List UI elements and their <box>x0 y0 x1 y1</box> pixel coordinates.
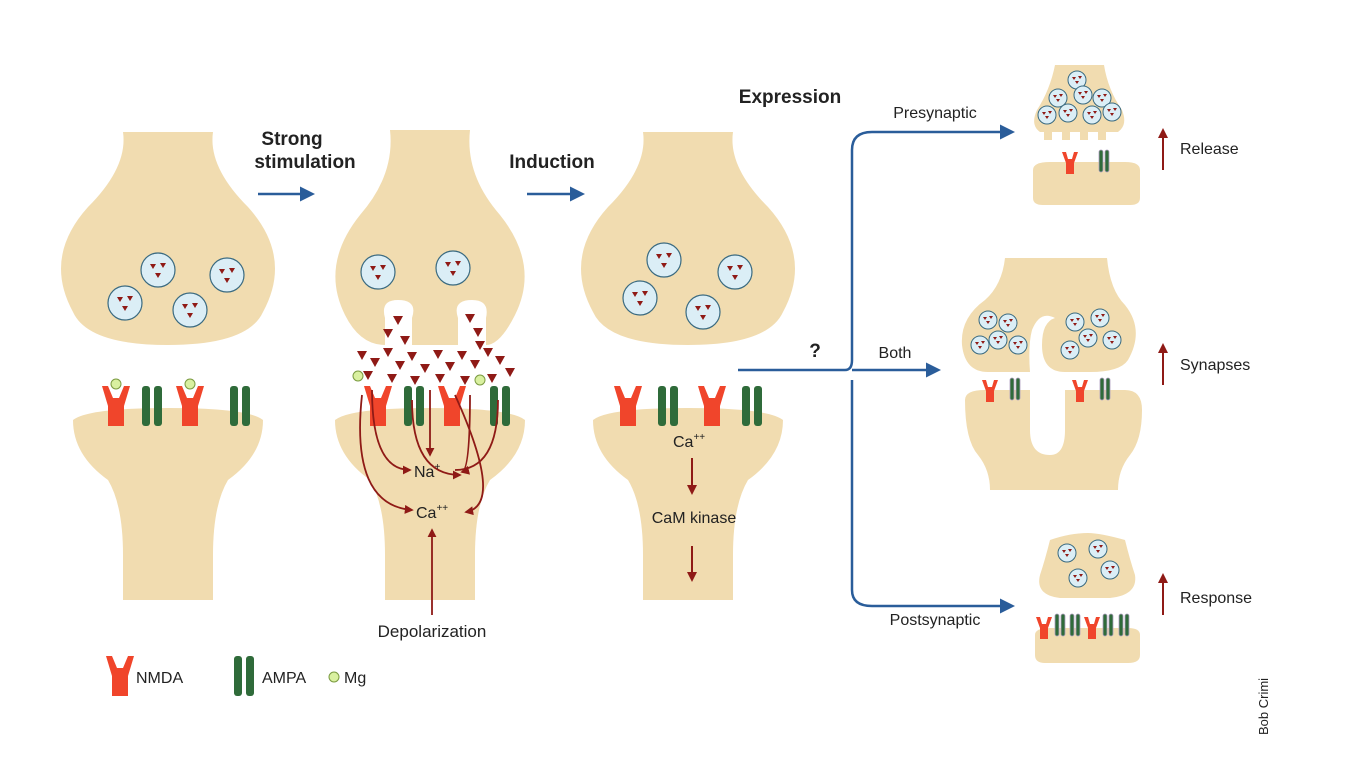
vesicle <box>717 254 753 290</box>
ion-flow-arrows <box>359 389 499 615</box>
artist-signature: Bob Crimi <box>1256 678 1271 735</box>
legend-nmda-label: NMDA <box>136 670 183 687</box>
vesicle <box>435 250 471 286</box>
mg-legend-icon <box>328 671 340 683</box>
outcome-presynaptic <box>1033 65 1140 205</box>
vesicle <box>646 242 682 278</box>
legend-mg-label: Mg <box>344 670 366 687</box>
mg-block-icon <box>110 378 122 390</box>
question-label: ? <box>809 341 821 362</box>
response-label: Response <box>1180 590 1252 607</box>
induction-label: Induction <box>509 152 594 173</box>
expression-label: Expression <box>739 87 841 108</box>
mg-block-icon <box>352 370 364 382</box>
vesicle <box>622 280 658 316</box>
cam-kinase-label: CaM kinase <box>652 510 737 527</box>
vesicle <box>140 252 176 288</box>
postsynaptic-label: Postsynaptic <box>890 612 981 629</box>
transmitter <box>393 316 403 325</box>
vesicle <box>360 254 396 290</box>
vesicle <box>172 292 208 328</box>
vesicle <box>107 285 143 321</box>
transmitter <box>465 314 475 323</box>
presynaptic-terminal <box>61 132 275 345</box>
ca-label-2: Ca++ <box>673 432 705 451</box>
ampa-legend-icon <box>234 656 254 696</box>
vesicle <box>685 294 721 330</box>
outcome-both <box>961 258 1142 490</box>
depolarization-label: Depolarization <box>378 622 487 641</box>
presynaptic-terminal <box>335 130 525 345</box>
synapses-label: Synapses <box>1180 357 1250 374</box>
mg-block-icon <box>184 378 196 390</box>
both-label: Both <box>879 345 912 362</box>
panel-baseline <box>61 132 275 600</box>
transmitter <box>473 328 483 337</box>
legend-ampa-label: AMPA <box>262 670 306 687</box>
strong-stimulation-label-1: Strong <box>261 129 322 150</box>
na-label: Na+ <box>414 462 440 481</box>
release-label: Release <box>1180 141 1239 158</box>
nmda-legend-icon <box>106 656 134 696</box>
postsynaptic-dendrite <box>73 408 263 600</box>
presynaptic-label: Presynaptic <box>893 105 977 122</box>
legend: NMDA AMPA Mg <box>106 656 366 696</box>
panel-stimulation: Na+ Ca++ Depolarization <box>335 130 525 641</box>
expression-branches <box>738 124 1015 614</box>
vesicle <box>209 257 245 293</box>
ca-label: Ca++ <box>416 503 448 522</box>
mg-block-icon <box>474 374 486 386</box>
panel-induction: Ca++ CaM kinase <box>581 132 795 600</box>
strong-stimulation-label-2: stimulation <box>254 152 355 173</box>
outcome-postsynaptic <box>1035 533 1140 663</box>
